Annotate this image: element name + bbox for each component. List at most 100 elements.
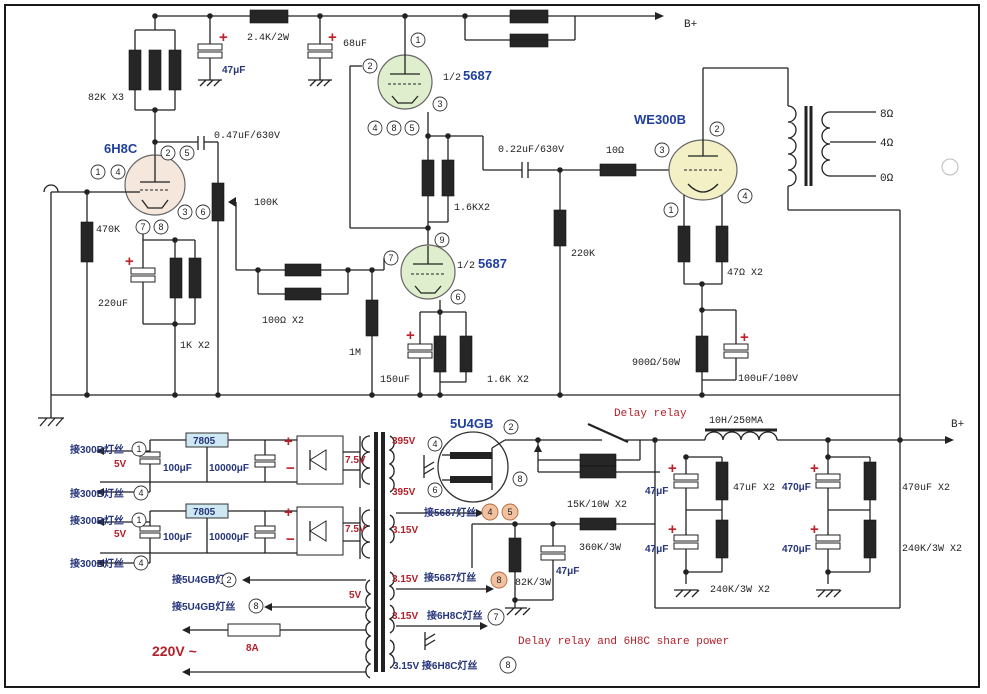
fuse-label: 8A (246, 643, 259, 654)
cap-470uf-a-label: 470μF (782, 482, 811, 493)
r-16k-x2b-label: 1.6K X2 (487, 375, 529, 386)
plus-sign: + (740, 329, 749, 346)
v5-left-b-label: 5V (114, 529, 127, 540)
bias-supply (471, 440, 901, 616)
cap-100uf-a-label: 100μF (163, 463, 192, 474)
r-82k3w-label: 82K/3W (515, 577, 551, 589)
v5-left-a-label: 5V (114, 459, 127, 470)
tube-we300b-label: WE300B (634, 112, 686, 127)
r-360k-label: 360K/3W (579, 542, 621, 554)
out-0-label: 0Ω (880, 173, 894, 185)
r-100-x2-label: 100Ω X2 (262, 316, 304, 327)
pin-label: 4 (138, 488, 143, 498)
tube-6h8c (124, 154, 186, 216)
pin-label: 1 (415, 35, 420, 45)
cap-470uf-x2-label: 470uF X2 (902, 483, 950, 494)
output-transformer (787, 68, 901, 440)
pin-label: 7 (388, 253, 393, 263)
fil-5u4gb-2-label: 接5U4GB灯丝 (172, 573, 235, 586)
r-1m-label: 1M (349, 348, 361, 359)
cap-47uf-x2-label: 47uF X2 (733, 483, 775, 494)
tube-5687-top (377, 16, 433, 110)
r-47-x2-label: 47Ω X2 (727, 268, 763, 279)
r-900-label: 900Ω/50W (632, 357, 680, 369)
pin-label: 6 (200, 207, 205, 217)
cap-100uf-label: 100uF/100V (738, 373, 798, 385)
mains-and-5u4gb-fil (182, 576, 366, 676)
pin-label: 4 (115, 167, 120, 177)
cap-47uf-b-label: 47μF (645, 544, 668, 555)
pot-100k-label: 100K (254, 198, 278, 209)
top-rail (152, 9, 664, 48)
pin-label: 3 (437, 99, 442, 109)
fil-300b-4b-label: 接300B灯丝 (70, 557, 124, 570)
pin-label: 5 (409, 123, 414, 133)
fil-300b-1b-label: 接300B灯丝 (70, 514, 124, 527)
tube-5687-top-half: 1/2 (443, 72, 461, 84)
pin-label: 4 (487, 507, 492, 517)
filament-arrows-right (396, 509, 494, 650)
cap-68uf (307, 16, 333, 87)
reg-b-label: 7805 (193, 507, 216, 518)
filter-470uf (815, 440, 877, 598)
plus-sign: + (668, 521, 677, 538)
pin-label: 6 (432, 485, 437, 495)
plus-sign: + (219, 29, 228, 46)
reg-a-label: 7805 (193, 436, 216, 447)
plus-sign: + (810, 521, 819, 538)
pin-label: 2 (226, 575, 231, 585)
hole-marker (941, 158, 959, 176)
pin-label: 2 (714, 124, 719, 134)
r-16k-x2-label: 1.6KX2 (454, 203, 490, 214)
grid-100-and-1m (255, 258, 385, 395)
cap-47uf-a-label: 47μF (645, 486, 668, 497)
plus-sign: + (668, 460, 677, 477)
cap-68uf-label: 68uF (343, 39, 367, 50)
minus-sign: − (286, 531, 295, 548)
cap-150uf-label: 150uF (380, 375, 410, 386)
v395-b-label: 395V (392, 487, 416, 498)
tube-5u4gb (437, 431, 538, 503)
share-power-note: Delay relay and 6H8C share power (518, 636, 729, 648)
cathode-5687 (407, 300, 473, 395)
r-470k-label: 470K (96, 225, 120, 236)
plus-sign: + (406, 327, 415, 344)
plus-sign: + (328, 29, 337, 46)
tube-5687-bot-half: 1/2 (457, 260, 475, 272)
pin-label: 6 (455, 292, 460, 302)
v75-b-label: 7.5V (345, 524, 366, 535)
pin-label: 9 (439, 235, 444, 245)
mains-label: 220V ~ (152, 643, 197, 659)
pin-label: 4 (432, 439, 437, 449)
fil-6h8c-7-label: 接6H8C灯丝 (427, 609, 483, 622)
pin-label: 1 (136, 515, 141, 525)
tube-6h8c-label: 6H8C (104, 141, 138, 156)
tube-5687-bot-label: 5687 (478, 256, 507, 271)
plus-sign: + (284, 433, 293, 450)
resistor-82k-group (128, 16, 182, 155)
tube-5687-bot (400, 244, 456, 300)
power-transformer (361, 432, 395, 679)
v315-c-label: 3.15V (392, 611, 418, 622)
cap-022-label: 0.22uF/630V (498, 144, 564, 156)
cap-470uf-b-label: 470μF (782, 544, 811, 555)
out-4-label: 4Ω (880, 138, 894, 150)
pin-label: 2 (165, 148, 170, 158)
r-82k-label: 82K X3 (88, 93, 124, 104)
cap-10000uf-a-label: 10000μF (209, 463, 249, 474)
cap-47uf-top (197, 16, 223, 87)
pin-label: 7 (140, 222, 145, 232)
pin-label: 8 (158, 222, 163, 232)
r-1k-label: 1K X2 (180, 341, 210, 352)
cap-047-label: 0.47uF/630V (214, 130, 280, 142)
phase-splitter-wiring (349, 65, 670, 395)
r-240k-b-label: 240K/3W X2 (902, 543, 962, 555)
r-15k-label: 15K/10W X2 (567, 499, 627, 511)
pin-label: 2 (367, 61, 372, 71)
v315-b-label: 3.15V (392, 574, 418, 585)
bplus-right-label: B+ (951, 419, 964, 431)
schematic-frame (4, 4, 980, 688)
delay-relay-label: Delay relay (614, 408, 687, 420)
tube-5u4gb-label: 5U4GB (450, 416, 493, 431)
